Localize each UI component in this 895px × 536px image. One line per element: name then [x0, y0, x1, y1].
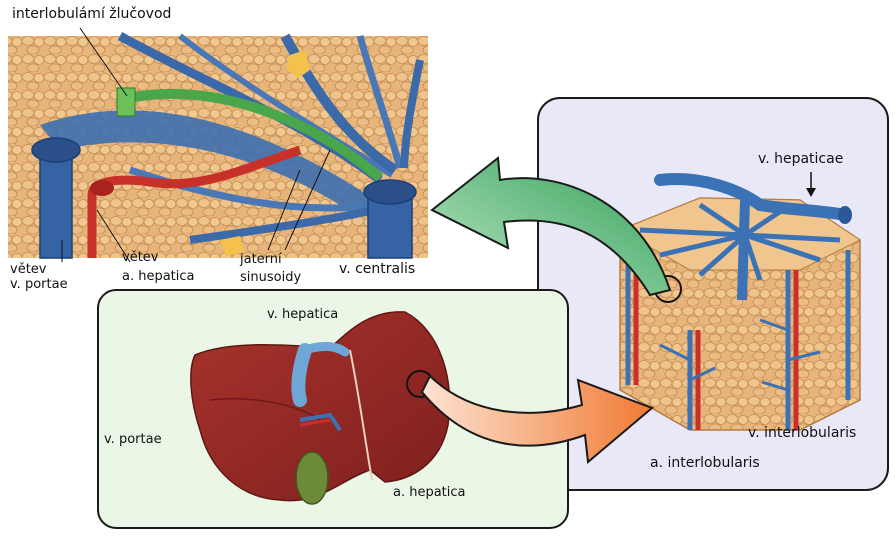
- label-sinusoids-line2: sinusoidy: [240, 270, 301, 285]
- liver-panel: [98, 290, 568, 528]
- label-sinusoids: jaterní sinusoidy: [240, 252, 301, 285]
- label-hepatic-branch: větev a. hepatica: [122, 250, 195, 284]
- label-portal-branch: větev v. portae: [10, 262, 68, 292]
- label-sinusoids-line1: jaterní: [240, 252, 301, 267]
- label-liver-hepatic-vein: v. hepatica: [267, 307, 338, 322]
- label-portal-branch-line1: větev: [10, 262, 68, 277]
- lobule-detail-illustration: [8, 36, 428, 258]
- label-interlobular-artery: a. interlobularis: [650, 456, 760, 471]
- label-portal-branch-line2: v. portae: [10, 277, 68, 292]
- label-liver-portal-vein: v. portae: [104, 432, 162, 447]
- label-liver-hepatic-artery: a. hepatica: [393, 485, 466, 500]
- label-interlobular-duct: interlobulámí žlučovod: [12, 7, 171, 22]
- label-hepatic-veins: v. hepaticae: [758, 152, 843, 167]
- label-hepatic-branch-line1: větev: [122, 250, 195, 265]
- label-interlobular-vein: v. interlobularis: [748, 426, 856, 441]
- label-central-vein: v. centralis: [339, 262, 415, 277]
- label-hepatic-branch-line2: a. hepatica: [122, 269, 195, 284]
